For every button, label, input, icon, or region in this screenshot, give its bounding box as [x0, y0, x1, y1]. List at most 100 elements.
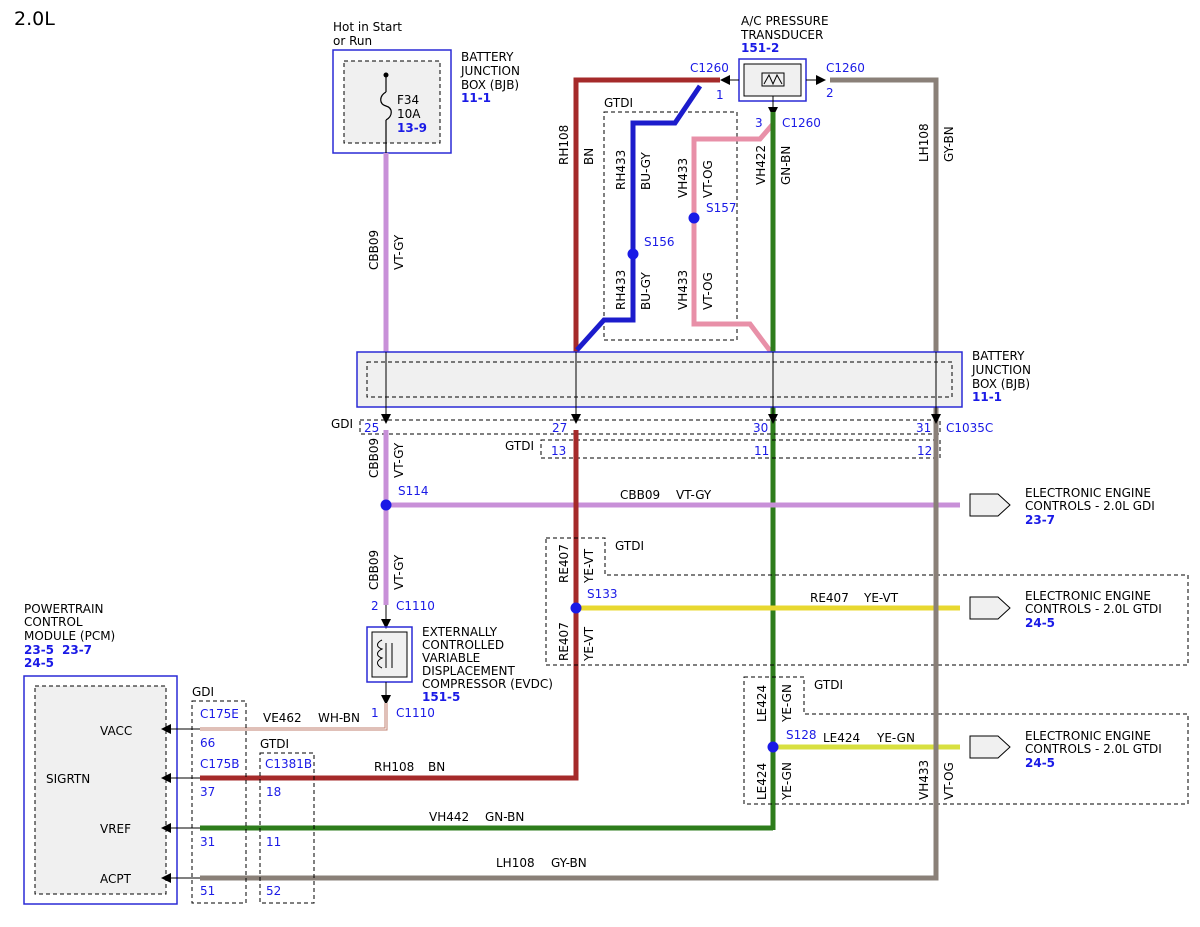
splice-s114-label: S114	[398, 484, 429, 498]
pcm-pin-sigrtn: SIGRTN	[46, 772, 90, 786]
splice-s128	[767, 741, 779, 753]
re407-color-h: YE-VT	[863, 591, 899, 605]
vh433-circuit-2: VH433	[676, 270, 690, 310]
re407-circuit-h: RE407	[810, 591, 849, 605]
pcm-pin-vacc: VACC	[100, 724, 132, 738]
c1260-bottom: C1260	[782, 116, 821, 130]
pin-13: 13	[551, 444, 566, 458]
gtdi-label-re407: GTDI	[615, 539, 644, 553]
bjb-mid-ref: 11-1	[972, 390, 1002, 404]
pin-11-pcm: 11	[266, 835, 281, 849]
power-label-1: Hot in Start	[333, 20, 402, 34]
bjb-top-ref: 11-1	[461, 91, 491, 105]
rh433-circuit-2: RH433	[614, 270, 628, 310]
vh433-circuit-lower: VH433	[917, 760, 931, 800]
eec-gtdi-2: ELECTRONIC ENGINE CONTROLS - 2.0L GTDI 2…	[969, 729, 1162, 770]
c1260-left: C1260	[690, 61, 729, 75]
pin-52: 52	[266, 884, 281, 898]
cbb09-color-low: VT-GY	[392, 554, 406, 590]
gtdi-label-pcm: GTDI	[260, 737, 289, 751]
pcm-ref-1: 23-5	[24, 643, 54, 657]
evdc-line-2: CONTROLLED	[422, 638, 504, 652]
pcm: POWERTRAIN CONTROL MODULE (PCM) 23-5 23-…	[23, 602, 178, 905]
solenoid-icon	[377, 639, 384, 669]
lh108-color-upper: GY-BN	[942, 126, 956, 162]
c175b-label: C175B	[200, 757, 240, 771]
ac-ref: 151-2	[741, 41, 779, 55]
c1035c-gdi-row	[359, 419, 941, 435]
pcm-line-3: MODULE (PCM)	[24, 629, 115, 643]
lh108-circuit-lower: LH108	[496, 856, 535, 870]
c1035c-gtdi-row	[540, 439, 941, 459]
re407-circuit-up: RE407	[557, 544, 571, 583]
le424-color-down: YE-GN	[780, 762, 794, 801]
rh433-circuit-1: RH433	[614, 150, 628, 190]
bjb-top-inner	[343, 60, 441, 144]
vh422-color: GN-BN	[779, 146, 793, 185]
eec-gtdi2-line-1: ELECTRONIC ENGINE	[1025, 729, 1151, 743]
c1381b-label: C1381B	[265, 757, 312, 771]
vh433-color-2: VT-OG	[701, 272, 715, 310]
vh442-circuit: VH442	[429, 810, 469, 824]
eec-gtdi2-line-2: CONTROLS - 2.0L GTDI	[1025, 742, 1162, 756]
eec-gdi-ref: 23-7	[1025, 513, 1055, 527]
pin-66: 66	[200, 736, 215, 750]
c1110-top: C1110	[396, 599, 435, 613]
eec-gdi-line-2: CONTROLS - 2.0L GDI	[1025, 499, 1155, 513]
pin-31: 31	[916, 421, 931, 435]
c1110-bottom: C1110	[396, 706, 435, 720]
eec-gtdi2-ref: 24-5	[1025, 756, 1055, 770]
ac-pressure-transducer: A/C PRESSURE TRANSDUCER 151-2 C1260 1 C1…	[690, 14, 865, 130]
c1110-pin-1: 1	[371, 706, 379, 720]
pcm-pin-vref: VREF	[100, 822, 131, 836]
le424-color-h: YE-GN	[876, 731, 915, 745]
wire-lh108-right	[830, 77, 939, 878]
fuse-ref: 13-9	[397, 121, 427, 135]
gdi-label-pcm: GDI	[192, 685, 214, 699]
le424-circuit-down: LE424	[755, 763, 769, 800]
wire-lh108-lower	[200, 430, 939, 881]
evdc-line-3: VARIABLE	[422, 651, 480, 665]
evdc: 2 C1110 EXTERNALLY CONTROLLED VARIABLE D…	[366, 599, 553, 720]
bjb-middle: BATTERY JUNCTION BOX (BJB) 11-1	[356, 349, 1031, 408]
wire-rh108-upper	[573, 77, 720, 352]
rh108-color-lower: BN	[428, 760, 445, 774]
pin-18: 18	[266, 785, 281, 799]
gtdi-region-re407	[545, 537, 1189, 666]
re407-circuit-down: RE407	[557, 622, 571, 661]
ac-line-2: TRANSDUCER	[740, 28, 823, 42]
pin-11: 11	[754, 444, 769, 458]
bjb-mid-line-3: BOX (BJB)	[972, 377, 1030, 391]
cbb09-color-mid: VT-GY	[392, 442, 406, 478]
eec-gtdi-1: ELECTRONIC ENGINE CONTROLS - 2.0L GTDI 2…	[969, 589, 1162, 630]
pin-51: 51	[200, 884, 215, 898]
pcm-ref-2: 23-7	[62, 643, 92, 657]
pcm-line-2: CONTROL	[24, 615, 83, 629]
eec-gtdi1-line-1: ELECTRONIC ENGINE	[1025, 589, 1151, 603]
splice-s133-label: S133	[587, 587, 618, 601]
fuse-rating: 10A	[397, 107, 421, 121]
splice-s156	[627, 248, 639, 260]
gtdi-label-top: GTDI	[604, 96, 633, 110]
fuse-label: F34	[397, 93, 419, 107]
vh433-color-lower: VT-OG	[942, 762, 956, 800]
pcm-gdi-connector-box	[191, 700, 247, 904]
c1260-pin-2: 2	[826, 86, 834, 100]
rh433-color-2: BU-GY	[639, 272, 653, 310]
wire-rh108-lower	[200, 430, 579, 781]
cbb09-color-top: VT-GY	[392, 234, 406, 270]
rh108-circuit-lower: RH108	[374, 760, 414, 774]
ve462-color: WH-BN	[318, 711, 360, 725]
vh442-color: GN-BN	[485, 810, 524, 824]
c1035c-label: C1035C	[946, 421, 993, 435]
cbb09-circuit-low: CBB09	[367, 550, 381, 590]
wire-rh433	[575, 84, 703, 352]
splice-s114	[380, 499, 392, 511]
bjb-mid-arrows	[381, 352, 941, 424]
eec-gdi-line-1: ELECTRONIC ENGINE	[1025, 486, 1151, 500]
evdc-line-5: COMPRESSOR (EVDC)	[422, 677, 553, 691]
pcm-gtdi-connector-box	[259, 752, 315, 904]
pin-31-pcm: 31	[200, 835, 215, 849]
gtdi-label-c1035c: GTDI	[505, 439, 534, 453]
